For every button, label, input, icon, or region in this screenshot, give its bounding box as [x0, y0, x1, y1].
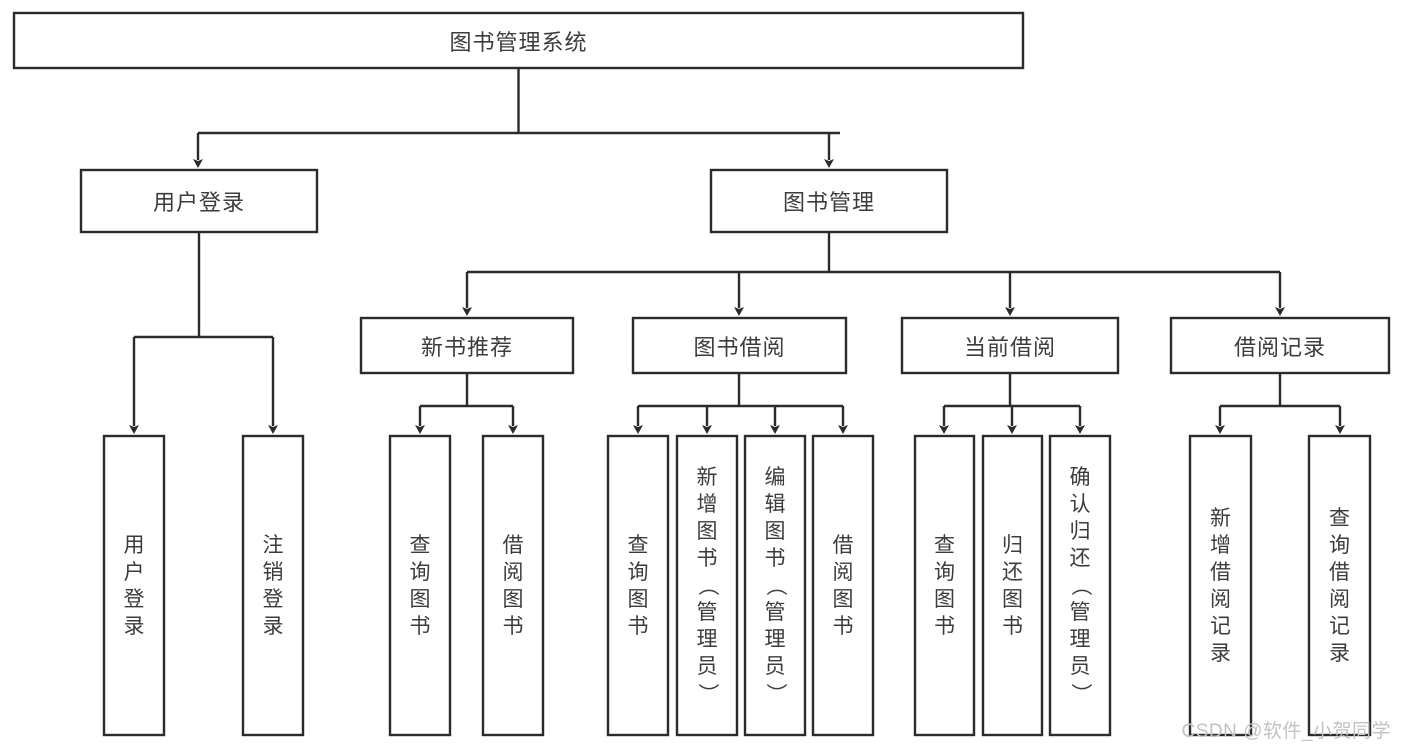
node-box-leaf-query-book-2[interactable]: [606, 434, 670, 737]
node-box-leaf-edit-book[interactable]: [743, 434, 807, 737]
node-box-leaf-logout[interactable]: [241, 434, 305, 737]
node-box-new-book-recommend[interactable]: [359, 316, 575, 375]
node-box-book-manage[interactable]: [709, 168, 949, 234]
node-box-leaf-query-book-1[interactable]: [388, 434, 452, 737]
node-box-leaf-confirm-return[interactable]: [1048, 434, 1112, 737]
node-box-leaf-add-book[interactable]: [675, 434, 739, 737]
node-box-leaf-add-record[interactable]: [1188, 434, 1253, 737]
node-box-leaf-borrow-book-1[interactable]: [481, 434, 545, 737]
node-box-current-borrow[interactable]: [900, 316, 1120, 375]
connector-layer: [129, 68, 1345, 434]
node-box-leaf-user-login[interactable]: [102, 434, 166, 737]
node-box-leaf-return-book[interactable]: [981, 434, 1044, 737]
node-box-book-borrow[interactable]: [631, 316, 848, 375]
node-box-user-login[interactable]: [79, 168, 319, 234]
node-box-layer: [12, 11, 1391, 737]
node-box-root[interactable]: [12, 11, 1025, 70]
node-box-leaf-query-book-3[interactable]: [913, 434, 976, 737]
node-box-borrow-record[interactable]: [1169, 316, 1391, 375]
node-box-leaf-borrow-book-2[interactable]: [811, 434, 875, 737]
node-box-leaf-query-record[interactable]: [1307, 434, 1372, 737]
watermark: CSDN @软件_小贺同学: [1181, 721, 1391, 742]
